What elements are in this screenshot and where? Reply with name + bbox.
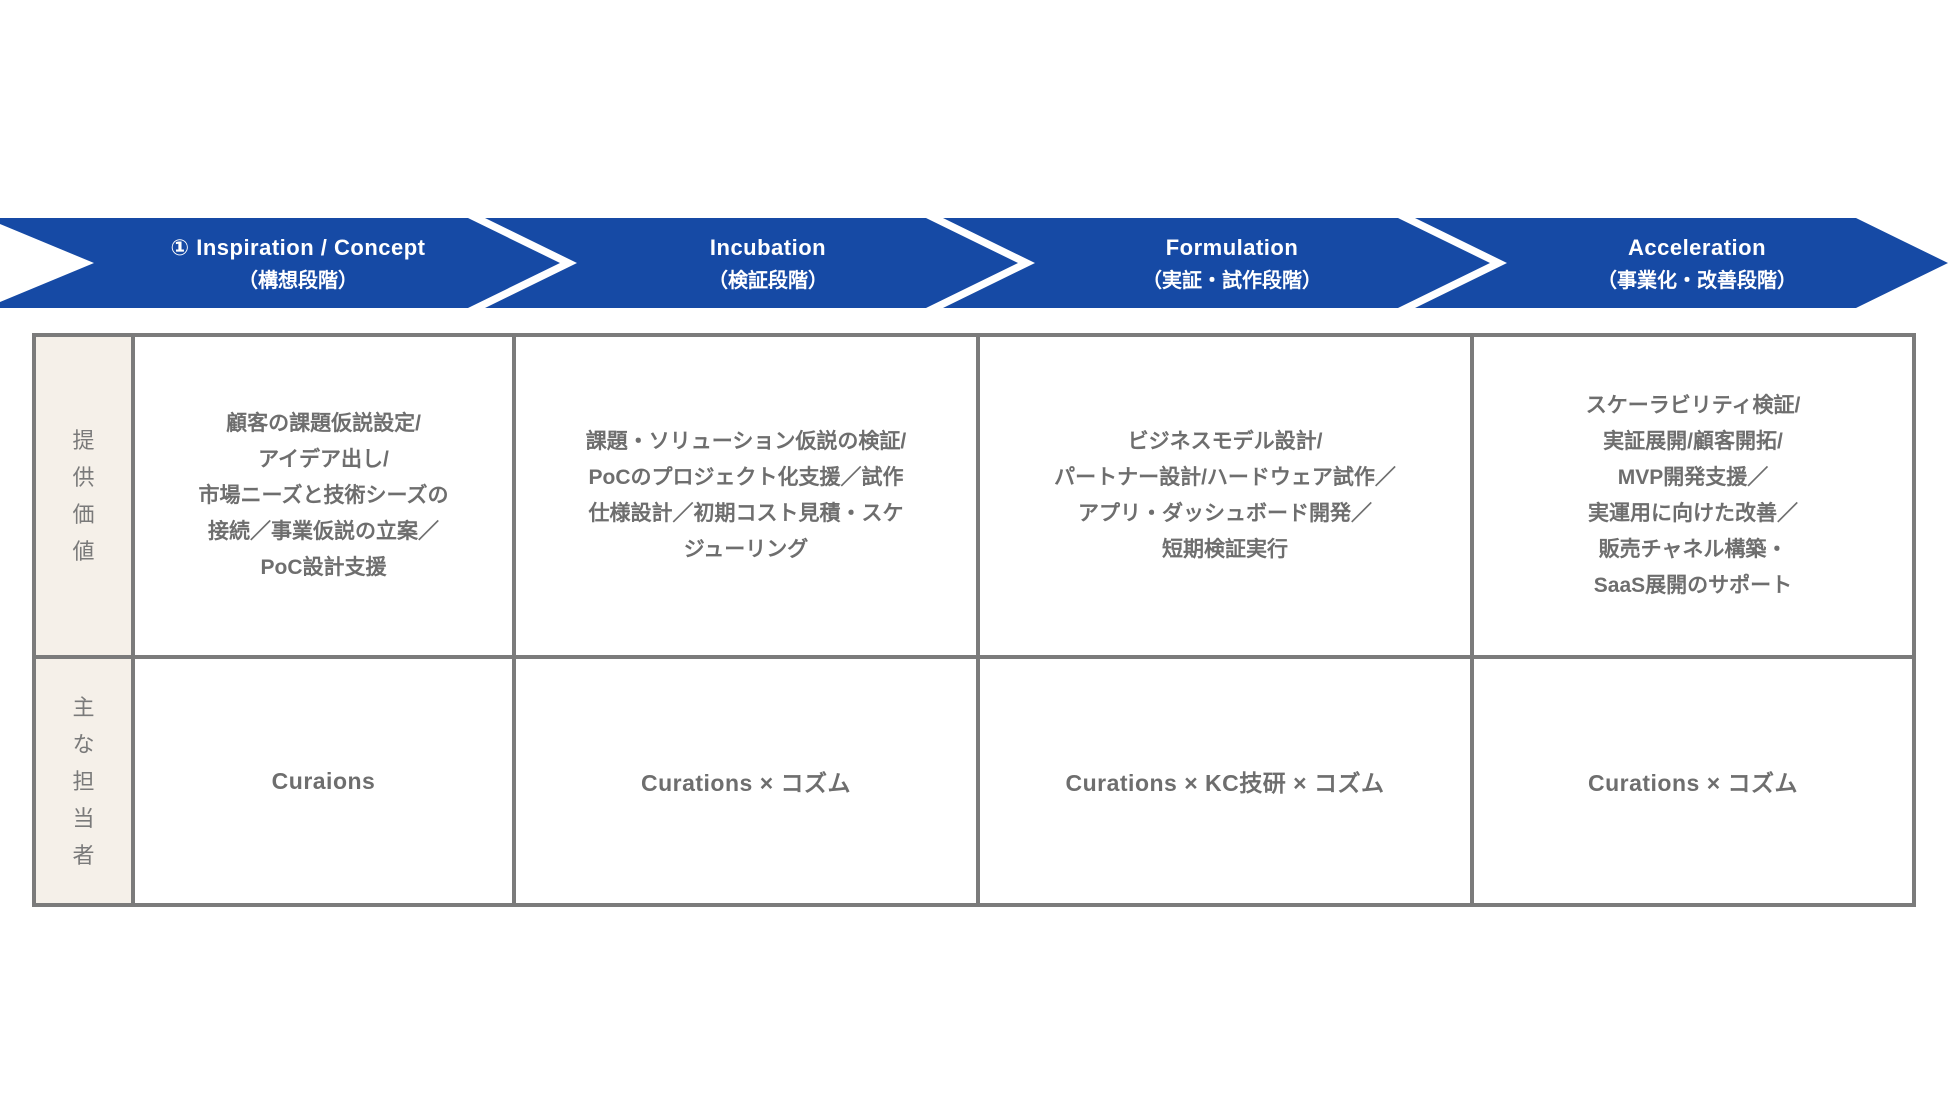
value-cell-inspiration: 顧客の課題仮説設定/ アイデア出し/ 市場ニーズと技術シーズの 接続／事業仮説の… xyxy=(135,337,516,659)
process-arrow-band xyxy=(0,218,1950,308)
value-cell-acceleration: スケーラビリティ検証/ 実証展開/顧客開拓/ MVP開発支援／ 実運用に向けた改… xyxy=(1474,337,1912,659)
arrow-band-shapes xyxy=(0,218,1948,308)
owner-cell-incubation: Curations × コズム xyxy=(516,659,980,903)
arrow-segment-1 xyxy=(0,218,560,308)
owner-cell-formulation: Curations × KC技研 × コズム xyxy=(980,659,1474,903)
row-label-provided-value: 提 供 価 値 xyxy=(36,337,135,659)
arrow-segment-4 xyxy=(1415,218,1948,308)
owner-cell-inspiration: Curaions xyxy=(135,659,516,903)
arrow-tail-notch xyxy=(0,224,94,302)
value-cell-incubation: 課題・ソリューション仮説の検証/ PoCのプロジェクト化支援／試作 仕様設計／初… xyxy=(516,337,980,659)
owner-cell-acceleration: Curations × コズム xyxy=(1587,770,1799,796)
arrow-segment-3 xyxy=(943,218,1490,308)
value-cell-formulation: ビジネスモデル設計/ パートナー設計/ハードウェア試作／ アプリ・ダッシュボード… xyxy=(980,337,1474,659)
phase-matrix-table: 提 供 価 値 顧客の課題仮説設定/ アイデア出し/ 市場ニーズと技術シーズの … xyxy=(32,333,1916,907)
arrow-segment-2 xyxy=(485,218,1018,308)
row-label-main-owner: 主 な 担 当 者 xyxy=(36,659,135,903)
